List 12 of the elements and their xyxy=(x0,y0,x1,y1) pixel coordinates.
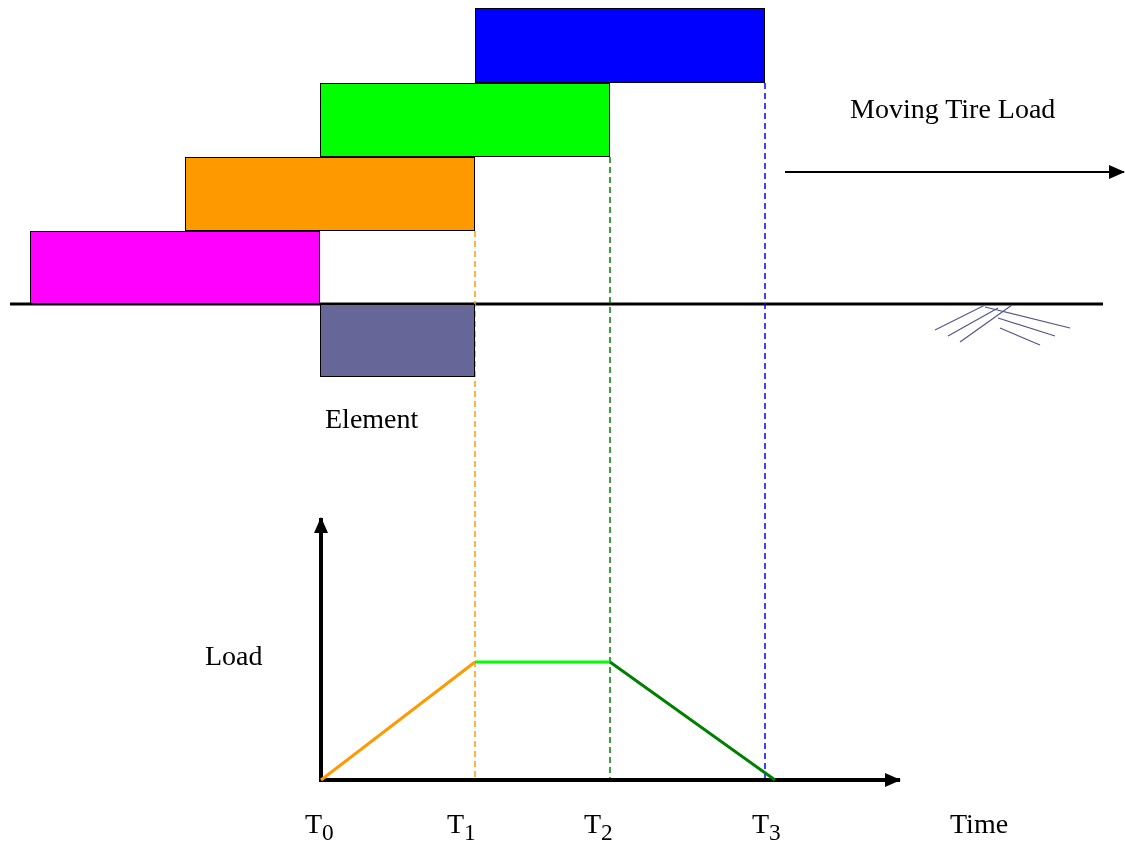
tick-label: T$_{3}$ xyxy=(752,810,781,844)
tire-load-block xyxy=(320,83,610,157)
direction-label: Moving Tire Load xyxy=(850,95,1056,123)
tick-label: T$_{1}$ xyxy=(447,810,476,844)
axis-label: Time xyxy=(950,810,1009,838)
axis-label: Load xyxy=(205,642,263,670)
tire-load-block xyxy=(475,8,765,83)
tire-load-block xyxy=(185,157,475,231)
tire-load-block xyxy=(30,231,320,304)
tick-label: T$_{0}$ xyxy=(305,810,334,844)
element-label: Element xyxy=(325,405,419,433)
tick-label: T$_{2}$ xyxy=(584,810,613,844)
